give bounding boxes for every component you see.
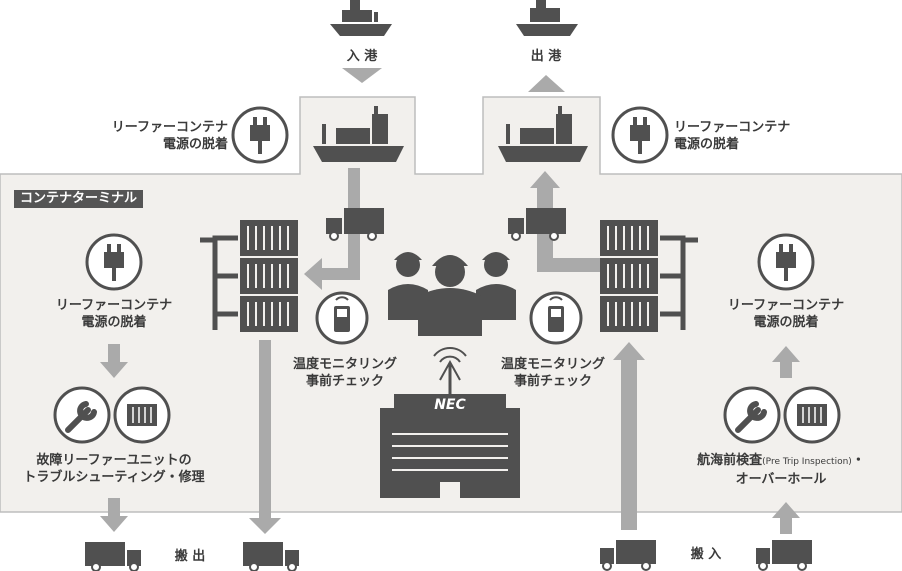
truck-out-1-icon	[85, 542, 141, 571]
truck-yard-left-icon	[326, 208, 384, 241]
carry-out-arrow	[249, 340, 281, 534]
container-icon-right	[783, 386, 841, 444]
plug-icon-left	[85, 233, 143, 291]
temp-monitor-line1: 温度モニタリング	[500, 357, 605, 372]
reefer-detach-line2: 電源の脱着	[674, 137, 740, 152]
ship-out-top-icon	[516, 0, 578, 36]
reefer-detach-line2: 電源の脱着	[162, 137, 228, 152]
terminal-title: コンテナターミナル	[14, 190, 144, 208]
container-icon-left	[113, 386, 171, 444]
right-step-arrow	[772, 346, 800, 378]
carry-in-arrow	[613, 342, 645, 530]
container-stack-left-icon	[200, 220, 298, 332]
reefer-detach-line1: リーファーコンテナ	[727, 298, 845, 313]
carry-in-label: 搬 入	[690, 547, 722, 562]
ship-in-top-icon	[330, 0, 392, 36]
plug-icon-right	[757, 233, 815, 291]
temp-monitor-left: 温度モニタリング 事前チェック	[280, 356, 410, 390]
workers-icon	[388, 252, 516, 336]
port-out-label: 出 港	[530, 49, 562, 64]
nec-logo: NEC	[434, 397, 466, 413]
pti-dot: ・	[851, 453, 865, 468]
truck-out-2-icon	[243, 542, 299, 571]
truck-yard-right-icon	[508, 208, 566, 241]
temp-monitor-right: 温度モニタリング 事前チェック	[488, 356, 618, 390]
repair-label: 故障リーファーユニットの トラブルシューティング・修理	[14, 452, 214, 486]
port-in-arrow	[342, 68, 382, 83]
reefer-detach-top-right: リーファーコンテナ 電源の脱着	[674, 119, 814, 153]
port-out-arrow	[528, 75, 565, 92]
repair-line1: 故障リーファーユニットの	[36, 453, 192, 468]
reefer-detach-top-left: リーファーコンテナ 電源の脱着	[90, 119, 228, 153]
reefer-detach-right: リーファーコンテナ 電源の脱着	[716, 297, 856, 331]
reefer-detach-line2: 電源の脱着	[81, 315, 147, 330]
temp-monitor-line1: 温度モニタリング	[292, 357, 397, 372]
pti-line2: オーバーホール	[735, 472, 827, 487]
handheld-monitor-icon-left	[315, 291, 369, 345]
reefer-detach-line1: リーファーコンテナ	[111, 120, 228, 135]
load-arrow	[530, 171, 600, 272]
truck-in-2-icon	[756, 540, 812, 571]
port-in-label: 入 港	[346, 49, 378, 64]
plug-icon-top-right	[611, 106, 669, 164]
wrench-icon-right	[723, 386, 781, 444]
pti-label: 航海前検査(Pre Trip Inspection)・ オーバーホール	[664, 452, 898, 488]
container-stack-right-icon	[600, 220, 698, 332]
carry-out-label: 搬 出	[174, 549, 206, 564]
reefer-detach-line1: リーファーコンテナ	[674, 120, 791, 135]
reefer-detach-line1: リーファーコンテナ	[55, 298, 173, 313]
nec-building-icon	[380, 347, 520, 498]
temp-monitor-line2: 事前チェック	[513, 374, 592, 389]
pti-english: (Pre Trip Inspection)	[762, 457, 852, 467]
temp-monitor-line2: 事前チェック	[305, 374, 384, 389]
pti-line1: 航海前検査	[697, 453, 763, 468]
left-truck-arrow	[100, 498, 128, 532]
reefer-detach-left: リーファーコンテナ 電源の脱着	[44, 297, 184, 331]
truck-in-1-icon	[600, 540, 656, 571]
right-truck-arrow	[772, 502, 800, 534]
handheld-monitor-icon-right	[529, 291, 583, 345]
ship-berth-right-icon	[498, 106, 588, 162]
plug-icon-top-left	[231, 106, 289, 164]
reefer-detach-line2: 電源の脱着	[753, 315, 819, 330]
ship-berth-left-icon	[313, 106, 404, 162]
left-step-arrow	[100, 344, 128, 378]
wrench-icon-left	[53, 386, 111, 444]
repair-line2: トラブルシューティング・修理	[23, 470, 205, 485]
